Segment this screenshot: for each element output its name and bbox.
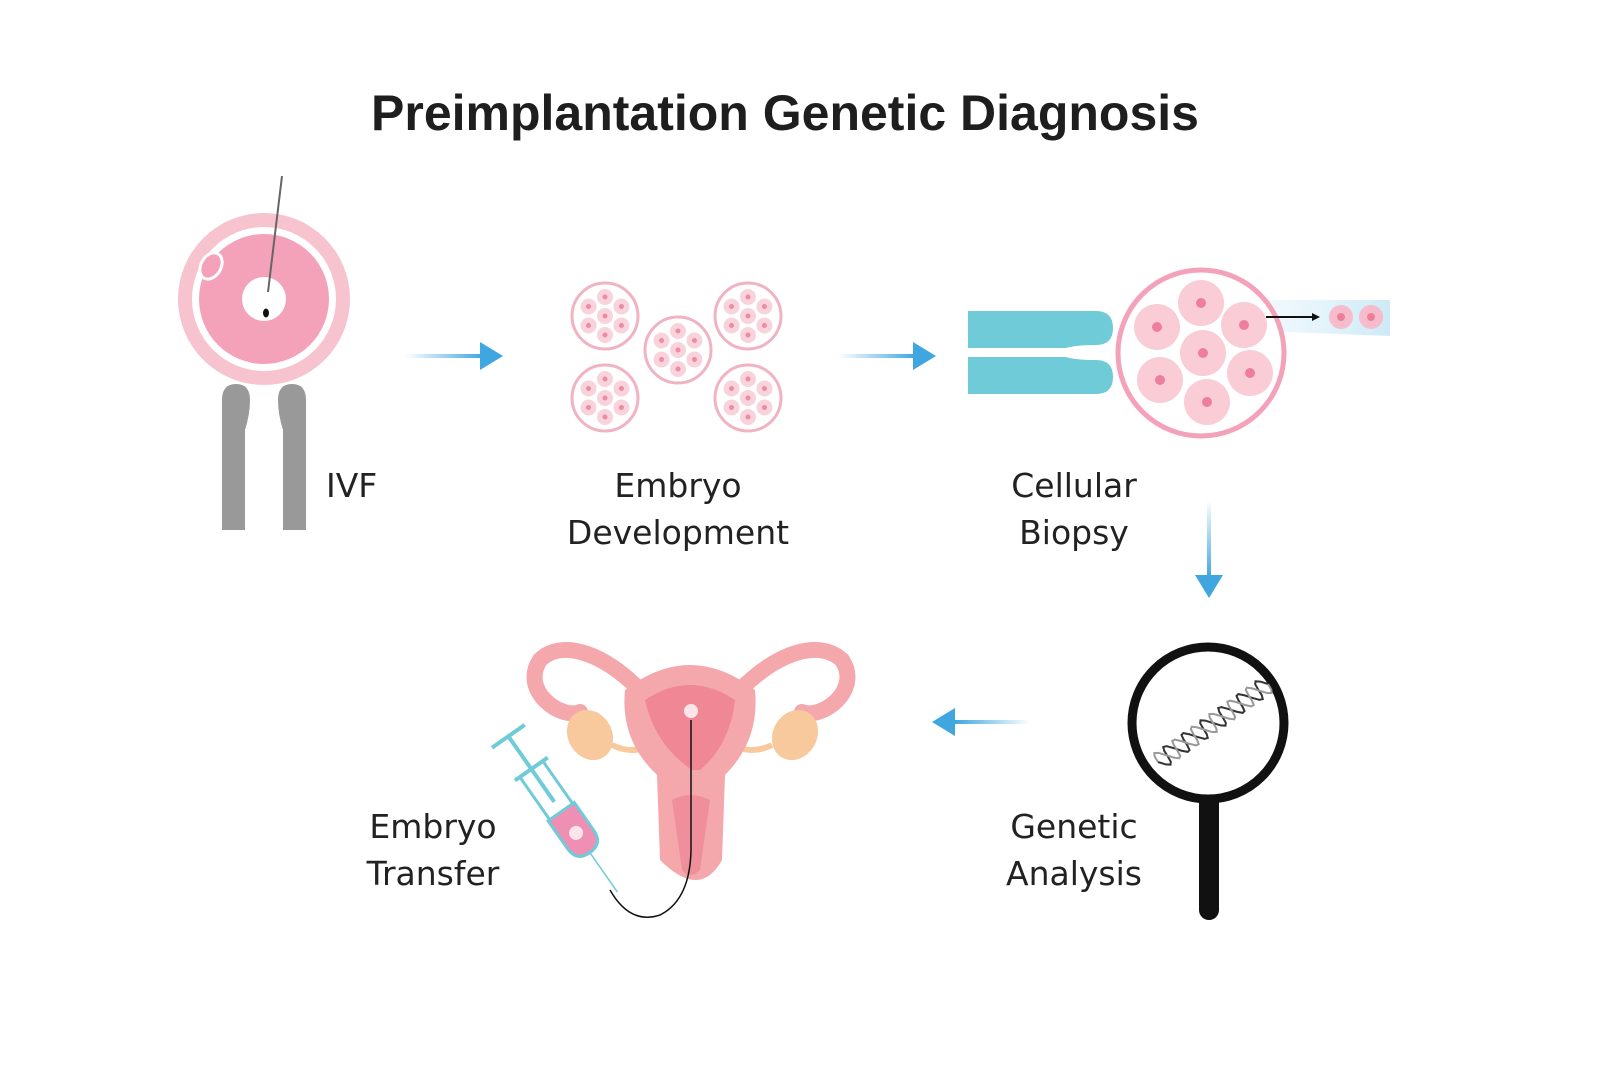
label-genetic-analysis-1: Genetic bbox=[1010, 807, 1137, 846]
embryo bbox=[713, 281, 783, 351]
ovary-left bbox=[566, 709, 614, 761]
arrow-right-1 bbox=[405, 342, 503, 370]
holding-pipette-top bbox=[968, 311, 1113, 348]
embryo bbox=[713, 363, 783, 433]
polar-body bbox=[198, 251, 224, 281]
label-genetic-analysis-2: Analysis bbox=[1006, 854, 1142, 893]
holding-pipette-right bbox=[278, 384, 306, 530]
embryo bbox=[570, 281, 640, 351]
ovary-right bbox=[771, 709, 819, 761]
transferred-embryo bbox=[684, 704, 698, 718]
fallopian-tube-left bbox=[526, 642, 648, 722]
label-embryo-transfer-1: Embryo bbox=[369, 807, 496, 846]
extraction-arrow-icon bbox=[1312, 313, 1320, 321]
embryo-development-illustration bbox=[570, 281, 783, 433]
label-ivf: IVF bbox=[326, 466, 377, 505]
arrow-right-2 bbox=[838, 342, 936, 370]
fallopian-tube-right bbox=[732, 642, 856, 722]
label-embryo-transfer-2: Transfer bbox=[366, 854, 500, 893]
label-embryo-development-1: Embryo bbox=[614, 466, 741, 505]
syringe-icon bbox=[490, 723, 618, 893]
holding-pipette-bottom bbox=[968, 357, 1113, 394]
egg-nucleus bbox=[242, 277, 286, 321]
holding-pipette-left bbox=[222, 384, 250, 530]
arrow-left bbox=[932, 708, 1030, 736]
embryo bbox=[643, 315, 713, 385]
injection-needle bbox=[267, 175, 283, 293]
catheter bbox=[609, 720, 692, 918]
magnifier-icon bbox=[1127, 642, 1289, 920]
label-cellular-biopsy-2: Biopsy bbox=[1019, 513, 1129, 552]
label-embryo-development-2: Development bbox=[567, 513, 789, 552]
uterine-cavity bbox=[645, 685, 735, 770]
ivf-illustration: IVF bbox=[178, 175, 377, 530]
page-title: Preimplantation Genetic Diagnosis bbox=[371, 85, 1199, 141]
sperm-icon bbox=[263, 308, 269, 318]
uterus-illustration bbox=[526, 642, 856, 918]
label-cellular-biopsy-1: Cellular bbox=[1011, 466, 1137, 505]
cellular-biopsy-illustration bbox=[968, 267, 1390, 439]
embryo bbox=[570, 363, 640, 433]
arrow-down bbox=[1195, 500, 1223, 598]
dna-icon bbox=[1153, 680, 1273, 766]
